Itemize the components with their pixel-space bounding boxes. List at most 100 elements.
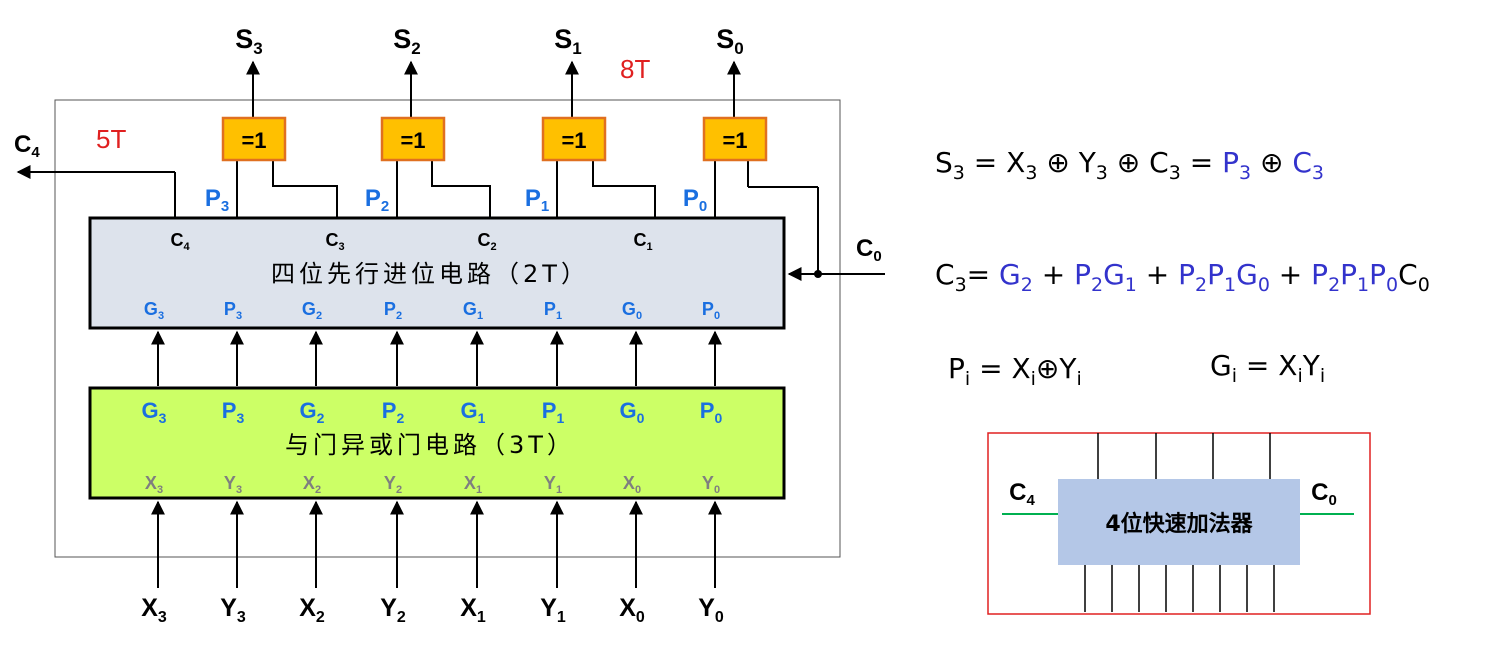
gate-input-label-base: X: [464, 473, 476, 493]
xor-gate: [702, 116, 768, 162]
formula-part: C: [935, 258, 955, 291]
formula-part: 3: [953, 162, 965, 184]
formula-part: 0: [1418, 274, 1430, 296]
adder-summary-lines: [1084, 433, 1275, 612]
p-output-label-base: P: [365, 185, 381, 212]
carry-out-label: C4: [14, 131, 40, 161]
carry-input-label: G0: [622, 299, 642, 322]
carry-wire: [272, 160, 338, 218]
gate-input-label-base: Y: [384, 473, 396, 493]
adder-c0-label: C0: [1311, 479, 1337, 509]
carry-out-label-base: C: [14, 131, 31, 158]
formula-part: 0: [1258, 274, 1270, 296]
carry-input-label-sub: 2: [316, 310, 322, 322]
xor-gate-label: =1: [241, 128, 266, 153]
xor-gate-label: =1: [561, 128, 586, 153]
gate-input-label: X1: [464, 473, 482, 496]
formula-part: 3: [1239, 162, 1251, 184]
xy-input-label: X3: [141, 594, 167, 626]
formula-part: +: [1270, 258, 1311, 291]
p-output-label-sub: 1: [541, 198, 549, 215]
carry-input-label-base: P: [702, 299, 714, 319]
formula-pi: Pi = Xi⊕Yi: [948, 352, 1082, 390]
carry-input-label-sub: 3: [236, 310, 242, 322]
xy-input-label-base: X: [619, 594, 636, 622]
xy-input-label-sub: 3: [237, 609, 246, 626]
gate-output-label: G0: [620, 398, 645, 426]
gate-output-label-sub: 1: [556, 410, 564, 426]
xor-gate: [541, 116, 607, 162]
carry-input-label: G1: [463, 299, 483, 322]
gate-output-label-base: P: [222, 398, 237, 423]
formula-part: =: [1181, 146, 1222, 179]
carry-input-label-sub: 3: [158, 310, 164, 322]
carry-input-label-base: G: [302, 299, 316, 319]
carry-label-base: C: [325, 230, 338, 250]
formula-part: 1: [1357, 274, 1369, 296]
formula-part: Y: [1078, 146, 1097, 179]
gate-output-label-sub: 3: [159, 410, 167, 426]
gate-input-label-base: X: [145, 473, 157, 493]
formula-part: 1: [1224, 274, 1236, 296]
gate-input-label-base: Y: [702, 473, 714, 493]
gate-output-label-sub: 3: [236, 410, 244, 426]
formula-part: i: [1320, 365, 1325, 387]
adder-summary-box: [1058, 479, 1300, 565]
carry-in-label: C0: [856, 235, 882, 265]
carry-input-label: P1: [544, 299, 562, 322]
formula-gi: Gi = XiYi: [1210, 349, 1325, 387]
xy-input-label-base: X: [460, 594, 477, 622]
gate-output-label: P3: [222, 398, 245, 426]
gate-output-label-base: G: [300, 398, 317, 423]
gate-output-label-sub: 0: [714, 410, 722, 426]
gate-input-label-base: Y: [544, 473, 556, 493]
formula-part: P: [1207, 258, 1224, 291]
formula-part: ⊕: [1108, 146, 1149, 179]
carry-input-label: P3: [224, 299, 242, 322]
carry-wire: [431, 160, 491, 218]
formula-part: P: [1369, 258, 1386, 291]
formula-part: 2: [1328, 274, 1340, 296]
xor-gate: [380, 116, 446, 162]
xy-input-label: Y0: [698, 594, 724, 626]
sum-output-label-base: S: [716, 24, 734, 54]
formula-part: 0: [1386, 274, 1398, 296]
carry-label-base: C: [477, 230, 490, 250]
carry-input-label: G2: [302, 299, 322, 322]
p-output-label-base: P: [683, 185, 699, 212]
xor-gate: [221, 116, 287, 162]
gate-output-label-sub: 2: [317, 410, 325, 426]
carry-input-label-base: G: [622, 299, 636, 319]
formula-part: P: [948, 352, 965, 385]
delay-5t-label: 5T: [96, 124, 126, 154]
formula-part: 2: [1091, 274, 1103, 296]
xy-input-label-sub: 0: [636, 609, 645, 626]
pg-arrows: [151, 330, 722, 386]
gate-input-label: X3: [145, 473, 163, 496]
carry-input-label-base: P: [224, 299, 236, 319]
gate-input-label-base: X: [623, 473, 635, 493]
formula-part: 2: [1021, 274, 1033, 296]
sum-output-label: S1: [554, 24, 581, 58]
formula-part: +: [1137, 258, 1178, 291]
p-output-label-sub: 3: [221, 198, 229, 215]
sum-output-label-base: S: [554, 24, 572, 54]
formula-part: G: [1103, 258, 1125, 291]
formula-part: i: [1076, 368, 1081, 390]
p-output-label-base: P: [205, 185, 221, 212]
outer-frame: [54, 99, 841, 558]
xy-input-label-sub: 2: [397, 609, 406, 626]
carry-label-base: C: [633, 230, 646, 250]
formula-part: G: [999, 258, 1021, 291]
xy-input-label-base: Y: [380, 594, 397, 622]
formula-part: Y: [1302, 349, 1321, 382]
p-output-label-sub: 2: [381, 198, 389, 215]
xy-input-label: X0: [619, 594, 645, 626]
gate-output-label-base: P: [382, 398, 397, 423]
p-output-label: P2: [365, 185, 389, 215]
formula-part: P: [1340, 258, 1357, 291]
formula-part: P: [1222, 146, 1239, 179]
